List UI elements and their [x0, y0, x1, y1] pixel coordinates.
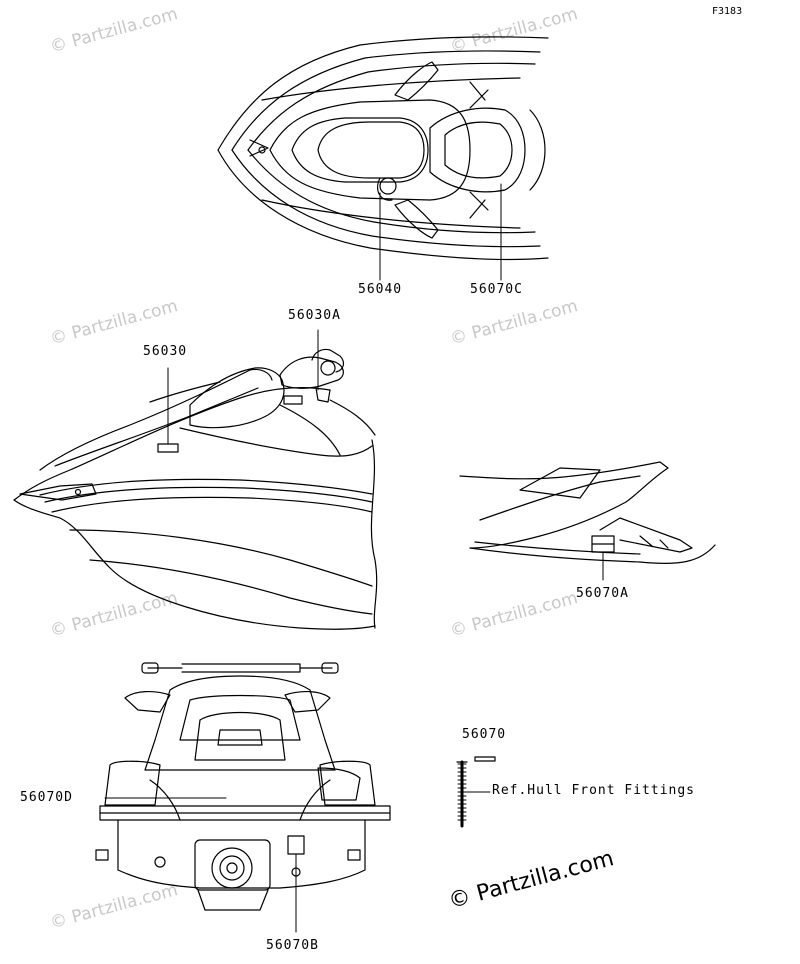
callout-56030a: 56030A	[288, 308, 341, 323]
callout-56070d: 56070D	[20, 790, 73, 805]
top-view-drawing	[217, 36, 549, 281]
ref-part-drawing	[456, 756, 496, 828]
figure-id: F3183	[712, 6, 743, 17]
callout-56070a: 56070A	[576, 586, 629, 601]
ref-hull-front-fittings-label: Ref.Hull Front Fittings	[492, 783, 696, 798]
callout-56040: 56040	[358, 282, 403, 297]
callout-56070c: 56070C	[470, 282, 523, 297]
stern-detail-drawing	[459, 461, 716, 581]
callout-56070: 56070	[462, 727, 507, 742]
callout-56070b: 56070B	[266, 938, 319, 953]
callout-56030: 56030	[143, 344, 188, 359]
side-view-drawing	[13, 329, 378, 630]
rear-view-drawing	[95, 662, 391, 933]
